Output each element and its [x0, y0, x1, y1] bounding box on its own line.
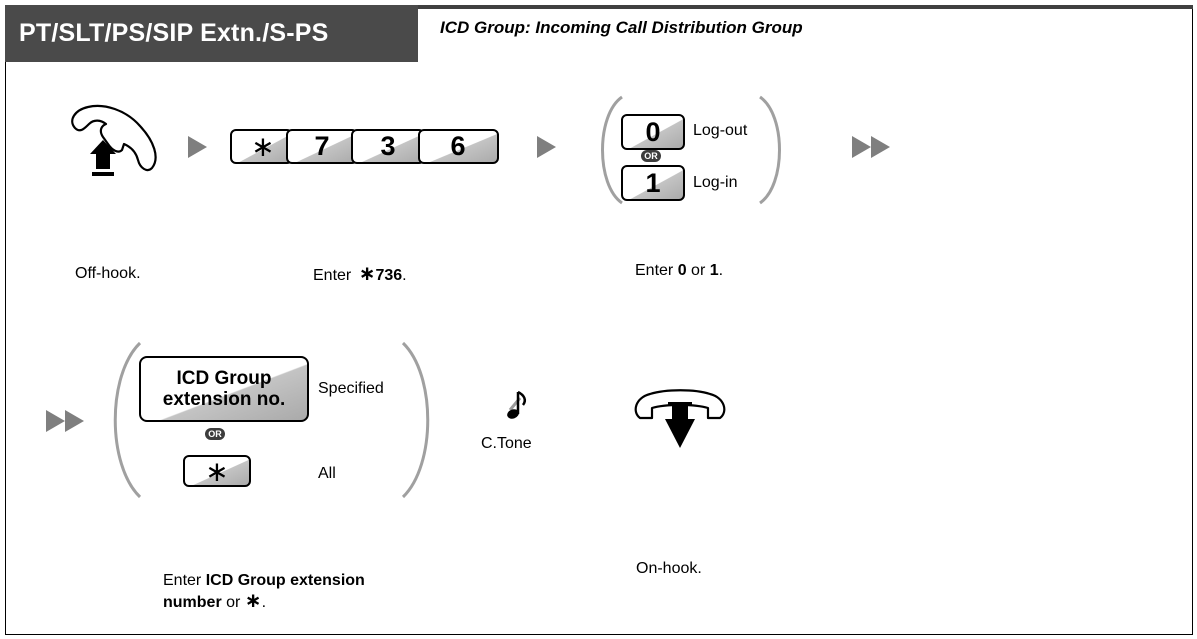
mode-caption-mid: or	[686, 262, 710, 279]
group-caption-suffix: .	[261, 594, 267, 611]
ctone-label: C.Tone	[481, 435, 532, 452]
play-arrow-icon	[537, 136, 556, 158]
group-caption: Enter ICD Group extension number or ∗.	[163, 570, 365, 613]
music-note-icon	[507, 390, 527, 419]
mode-caption-suffix: .	[718, 262, 724, 279]
dial-keys	[230, 129, 499, 164]
group-caption-mid: or	[221, 594, 245, 611]
offhook-caption: Off-hook.	[75, 265, 141, 282]
bracket-right	[401, 341, 430, 499]
dial-caption: Enter ∗736.	[313, 261, 407, 286]
mode-label: PT/SLT/PS/SIP Extn./S-PS	[5, 5, 418, 62]
dial-caption-suffix: .	[402, 267, 407, 284]
dial-caption-star: ∗	[358, 263, 376, 285]
logout-label: Log-out	[693, 122, 748, 139]
key-6-label: 6	[450, 131, 466, 161]
mode-caption: Enter 0 or 1.	[635, 262, 723, 280]
double-arrow-icon	[852, 136, 890, 158]
login-label: Log-in	[693, 174, 738, 191]
icd-box-line1: ICD Group	[176, 368, 272, 389]
play-arrow-icon	[188, 136, 207, 158]
key-star-label: ∗	[205, 455, 229, 487]
group-caption-prefix: Enter	[163, 572, 206, 589]
key-star-label: ∗	[251, 131, 275, 162]
key-1-label: 1	[645, 167, 661, 198]
or-badge: OR	[205, 428, 225, 440]
handset-hangup-icon	[634, 389, 726, 448]
mode-caption-prefix: Enter	[635, 262, 678, 279]
mode-caption-b: 1	[709, 262, 719, 279]
key-7-label: 7	[314, 131, 330, 161]
group-caption-bold: ICD Group extension	[205, 572, 365, 589]
dial-caption-code: 736	[375, 267, 403, 284]
icd-group-ext-box: ICD Group extension no.	[140, 357, 308, 421]
header-subtitle: ICD Group: Incoming Call Distribution Gr…	[440, 18, 803, 37]
key-0-label: 0	[645, 116, 661, 147]
key-3-label: 3	[380, 131, 396, 161]
or-badge: OR	[641, 150, 661, 162]
diagram-frame	[5, 5, 1193, 635]
bracket-left	[113, 341, 142, 499]
mode-caption-a: 0	[677, 262, 687, 279]
group-caption-star: ∗	[244, 590, 262, 612]
bracket-left	[601, 95, 623, 205]
dial-caption-prefix: Enter	[313, 267, 356, 284]
header-bar	[5, 5, 1193, 62]
icd-box-line2: extension no.	[162, 389, 286, 410]
double-arrow-icon	[46, 410, 84, 432]
onhook-caption: On-hook.	[636, 560, 702, 577]
bracket-right	[759, 95, 781, 205]
handset-lift-icon	[71, 104, 157, 176]
all-label: All	[318, 465, 336, 482]
specified-label: Specified	[318, 380, 384, 397]
group-caption-bold2: number	[163, 594, 222, 611]
